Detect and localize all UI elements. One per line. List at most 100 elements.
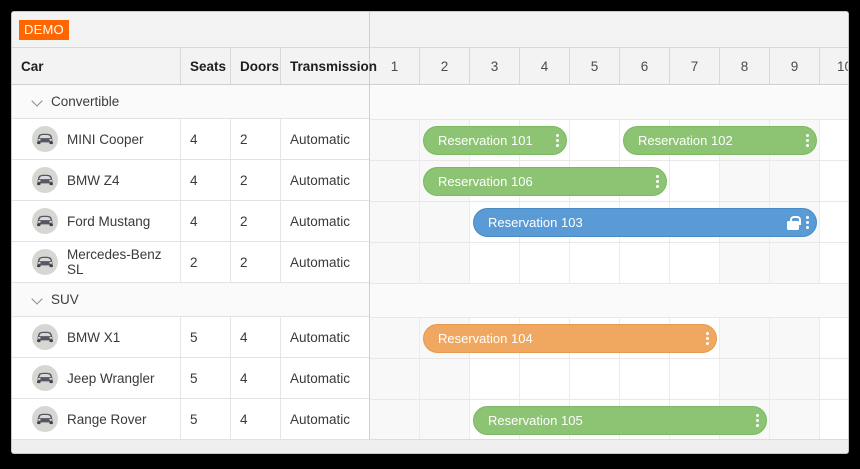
horizontal-scrollbar[interactable] xyxy=(12,439,848,453)
event-icons xyxy=(787,215,810,231)
timeline-tick-1: 1 xyxy=(370,48,420,84)
reservation-label: Reservation 105 xyxy=(488,413,583,428)
reservation-event[interactable]: Reservation 103 xyxy=(473,208,817,237)
event-menu-icon[interactable] xyxy=(756,413,760,429)
timeline-tick-3: 3 xyxy=(470,48,520,84)
car-name: Jeep Wrangler xyxy=(67,370,155,386)
timeline-row[interactable] xyxy=(370,202,848,243)
timeline-row[interactable] xyxy=(370,284,848,318)
car-name: Mercedes-Benz SL xyxy=(67,247,162,277)
event-menu-icon[interactable] xyxy=(806,133,810,149)
chevron-down-icon[interactable] xyxy=(32,96,43,107)
timeline-header-row: 12345678910 xyxy=(370,48,848,85)
cell-doors: 4 xyxy=(231,317,281,357)
car-name: BMW X1 xyxy=(67,329,121,345)
timeline-tick-10: 10 xyxy=(820,48,848,84)
timeline-tick-2: 2 xyxy=(420,48,470,84)
timeline-column-1[interactable] xyxy=(370,86,420,439)
cell-transmission: Automatic xyxy=(290,411,351,427)
cell-seats: 2 xyxy=(181,242,231,282)
car-front-icon xyxy=(32,324,58,350)
column-header-car[interactable]: Car xyxy=(12,48,181,84)
timeline-tick-4: 4 xyxy=(520,48,570,84)
timeline-row[interactable] xyxy=(370,359,848,400)
reservation-label: Reservation 102 xyxy=(638,133,733,148)
group-label: SUV xyxy=(51,292,79,307)
event-menu-icon[interactable] xyxy=(556,133,560,149)
timeline-tick-8: 8 xyxy=(720,48,770,84)
group-header-convertible[interactable]: Convertible xyxy=(12,85,369,119)
demo-banner-row: DEMO xyxy=(12,12,369,48)
timeline-tick-9: 9 xyxy=(770,48,820,84)
lock-icon xyxy=(787,215,801,230)
group-header-suv[interactable]: SUV xyxy=(12,283,369,317)
reservation-event[interactable]: Reservation 104 xyxy=(423,324,717,353)
column-header-transmission[interactable]: Transmission xyxy=(290,58,378,74)
timeline-rowlines xyxy=(370,86,848,439)
timeline-row[interactable] xyxy=(370,318,848,359)
cell-doors: 4 xyxy=(231,358,281,398)
cell-car: MINI Cooper xyxy=(12,119,181,159)
cell-seats: 5 xyxy=(181,358,231,398)
cell-doors: 2 xyxy=(231,119,281,159)
timeline-row[interactable] xyxy=(370,86,848,120)
event-icons xyxy=(706,331,710,347)
reservation-event[interactable]: Reservation 105 xyxy=(473,406,767,435)
cell-car: Mercedes-Benz SL xyxy=(12,242,181,282)
cell-seats: 5 xyxy=(181,317,231,357)
column-header-doors[interactable]: Doors xyxy=(231,48,281,84)
event-menu-icon[interactable] xyxy=(706,331,710,347)
horizontal-scrollbar-thumb[interactable] xyxy=(12,442,412,452)
car-name: Range Rover xyxy=(67,411,147,427)
car-name: MINI Cooper xyxy=(67,131,144,147)
car-name: BMW Z4 xyxy=(67,172,120,188)
timeline-row[interactable] xyxy=(370,120,848,161)
group-label: Convertible xyxy=(51,94,120,109)
event-icons xyxy=(656,174,660,190)
reservation-label: Reservation 106 xyxy=(438,174,533,189)
timeline-column-3[interactable] xyxy=(470,86,520,439)
car-front-icon xyxy=(32,208,58,234)
car-front-icon xyxy=(32,249,58,275)
cell-seats: 4 xyxy=(181,201,231,241)
cell-transmission: Automatic xyxy=(290,131,351,147)
reservation-event[interactable]: Reservation 102 xyxy=(623,126,817,155)
cell-transmission: Automatic xyxy=(290,172,351,188)
cell-seats: 5 xyxy=(181,399,231,439)
reservation-label: Reservation 103 xyxy=(488,215,583,230)
grid-header-row: Car Seats Doors Transmission xyxy=(12,48,378,85)
car-front-icon xyxy=(32,167,58,193)
cell-transmission: Automatic xyxy=(290,329,351,345)
event-menu-icon[interactable] xyxy=(656,174,660,190)
event-menu-icon[interactable] xyxy=(806,215,810,231)
cell-seats: 4 xyxy=(181,160,231,200)
timeline-tick-5: 5 xyxy=(570,48,620,84)
timeline-row[interactable] xyxy=(370,243,848,284)
event-icons xyxy=(756,413,760,429)
timeline-column-4[interactable] xyxy=(520,86,570,439)
column-header-seats[interactable]: Seats xyxy=(181,48,231,84)
car-front-icon xyxy=(32,126,58,152)
timeline-column-7[interactable] xyxy=(670,86,720,439)
cell-doors: 2 xyxy=(231,201,281,241)
timeline-row[interactable] xyxy=(370,161,848,202)
timeline-column-5[interactable] xyxy=(570,86,620,439)
chevron-down-icon[interactable] xyxy=(32,294,43,305)
timeline-tick-7: 7 xyxy=(670,48,720,84)
timeline-column-6[interactable] xyxy=(620,86,670,439)
reservation-event[interactable]: Reservation 101 xyxy=(423,126,567,155)
cell-car: Ford Mustang xyxy=(12,201,181,241)
event-icons xyxy=(556,133,560,149)
car-name: Ford Mustang xyxy=(67,213,151,229)
reservation-event[interactable]: Reservation 106 xyxy=(423,167,667,196)
event-icons xyxy=(806,133,810,149)
